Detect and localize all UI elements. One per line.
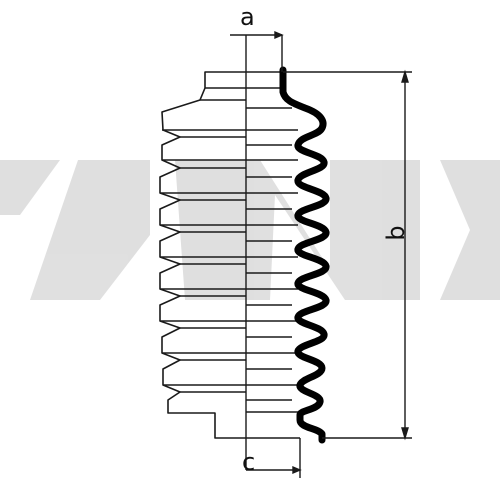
dimension-c xyxy=(246,438,302,478)
bellows-wall-section xyxy=(279,66,330,444)
dimension-b-label: b xyxy=(382,225,410,240)
bellows-left-outline xyxy=(159,71,246,439)
dimension-a xyxy=(230,30,284,72)
dimension-a-label: a xyxy=(240,3,255,31)
dimension-c-label: c xyxy=(242,448,255,476)
dimension-b xyxy=(283,69,412,441)
bellows-right-section-lines xyxy=(246,71,300,439)
watermark-logo xyxy=(0,160,500,300)
